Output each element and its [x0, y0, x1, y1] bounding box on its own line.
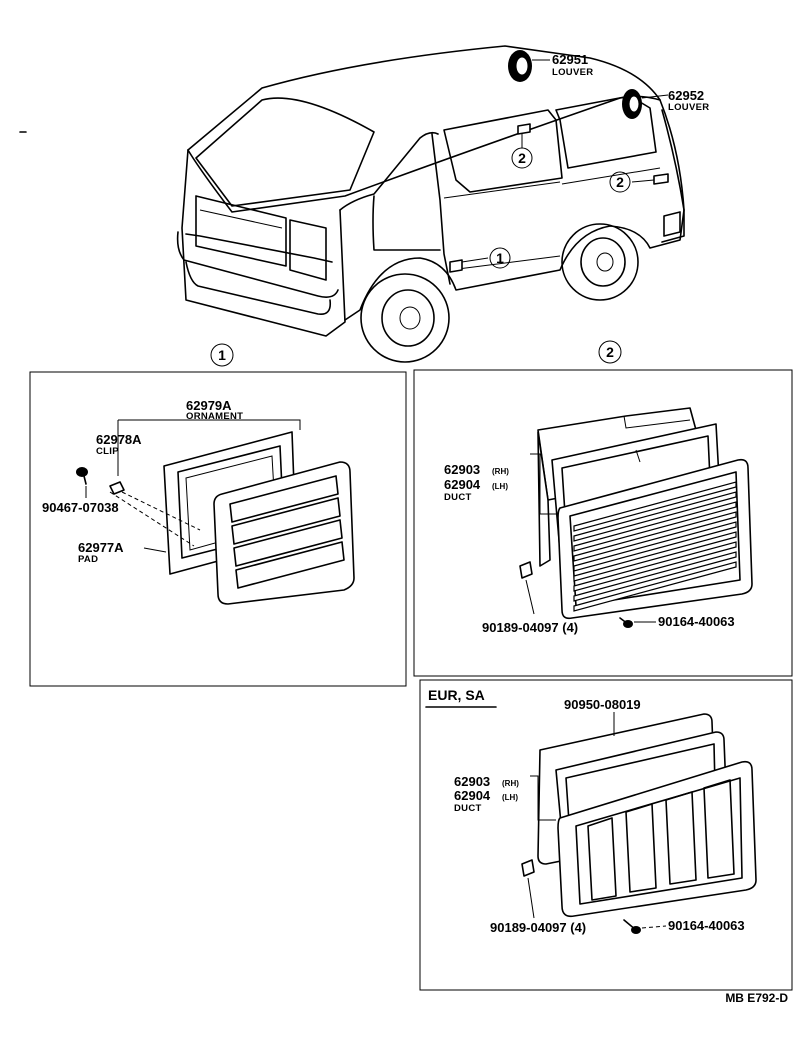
- region-label: EUR, SA: [428, 687, 485, 703]
- eur-duct-rh-part: 62903: [454, 774, 490, 789]
- panel-2-header-circle: [598, 340, 622, 364]
- clip-part: 62978A: [96, 432, 142, 447]
- grille-slat: [573, 521, 737, 572]
- panel-2-nut-part: 90189-04097 (4): [482, 620, 578, 635]
- grille-slat: [573, 511, 737, 562]
- clip-name: CLIP: [96, 446, 119, 457]
- grille-slat: [573, 491, 737, 542]
- louver-top-part: 62951: [552, 52, 588, 67]
- screw-icon: [623, 919, 641, 934]
- eur-duct-name: DUCT: [454, 803, 482, 814]
- louver-top-name: LOUVER: [552, 67, 593, 78]
- panel-2-duct-assembly: [519, 407, 753, 628]
- grille-slat: [573, 501, 737, 552]
- eur-duct-rh-side: (RH): [502, 779, 519, 788]
- eur-duct-lh-side: (LH): [502, 793, 518, 802]
- van-marker-2b: 2: [616, 174, 624, 190]
- panel-eur-duct-assembly: [521, 712, 757, 934]
- panel-2-frame: [413, 369, 793, 677]
- duct-lh-side: (LH): [492, 482, 508, 491]
- duct-rh-side: (RH): [492, 467, 509, 476]
- ornament-name: ORNAMENT: [186, 411, 243, 422]
- panel-eur-screw-part: 90164-40063: [668, 918, 745, 933]
- gasket-part: 90950-08019: [564, 697, 641, 712]
- van-marker-2a: 2: [518, 150, 526, 166]
- louver-rear-name: LOUVER: [668, 102, 709, 113]
- panel-1-frame: [29, 371, 407, 687]
- roof-louver-icon: [508, 50, 532, 82]
- pad-part: 62977A: [78, 540, 124, 555]
- grille-slat: [573, 541, 737, 592]
- louver-rear-part: 62952: [668, 88, 704, 103]
- panel-1-header: 1: [218, 347, 226, 363]
- van-illustration: [176, 45, 685, 363]
- panel-2-screw-part: 90164-40063: [658, 614, 735, 629]
- pad-name: PAD: [78, 554, 98, 565]
- duct-rh-part: 62903: [444, 462, 480, 477]
- panel-eur-nut-part: 90189-04097 (4): [490, 920, 586, 935]
- grille-slat: [573, 531, 737, 582]
- duct-lh-part: 62904: [444, 477, 481, 492]
- footer-code: MB E792-D: [725, 991, 788, 1005]
- van-marker-1: 1: [496, 250, 504, 266]
- grille-slat: [573, 481, 737, 532]
- panel-1-header-circle: [210, 343, 234, 367]
- screw-part: 90467-07038: [42, 500, 119, 515]
- panel-2-header: 2: [606, 344, 614, 360]
- screw-icon: [619, 617, 633, 628]
- panel-eur-frame: [419, 679, 793, 991]
- grille-slat: [573, 561, 737, 612]
- screw-icon: [76, 467, 88, 485]
- panel-1-parts: [76, 419, 355, 605]
- rear-louver-icon: [622, 89, 642, 119]
- duct-name: DUCT: [444, 492, 472, 503]
- grille-slat: [573, 551, 737, 602]
- ornament-part: 62979A: [186, 398, 232, 413]
- eur-duct-lh-part: 62904: [454, 788, 491, 803]
